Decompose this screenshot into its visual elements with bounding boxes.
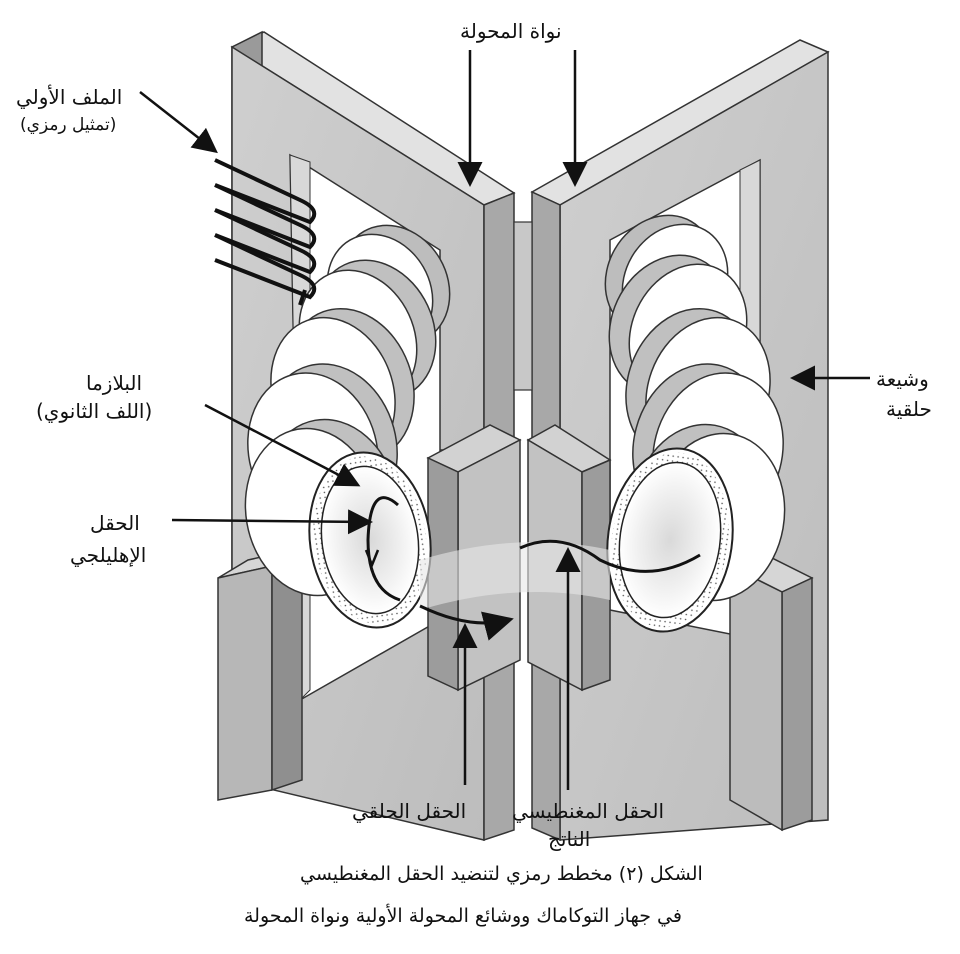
left-lower-block xyxy=(217,546,303,801)
label-resulting-field-2: الناتج xyxy=(548,827,591,851)
primary-coil xyxy=(214,158,317,306)
left-plasma xyxy=(308,451,432,629)
right-lower-block xyxy=(728,551,814,832)
right-plasma xyxy=(606,447,734,633)
resulting-field-line xyxy=(519,539,701,573)
label-helical-field-2: الإهليلجي xyxy=(70,543,147,567)
label-helical-field: الحقل xyxy=(90,511,140,535)
label-resulting-field: الحقل المغنطيسي xyxy=(512,799,665,823)
label-toroidal-coil-2: حلقية xyxy=(886,397,932,421)
label-transformer-core: نواة المحولة xyxy=(460,19,562,43)
label-toroidal-field: الحقل الحلقي xyxy=(352,799,467,823)
helical-field-curve xyxy=(366,496,401,602)
core-bridge xyxy=(513,221,533,391)
figure-caption-line2: في جهاز التوكاماك ووشائع المحولة الأولية… xyxy=(244,905,682,927)
label-toroidal-coil: وشيعة xyxy=(876,367,929,391)
label-primary-coil: الملف الأولي xyxy=(16,85,123,109)
pointer-arrows xyxy=(139,50,870,790)
label-plasma-note: (اللف الثانوي) xyxy=(36,399,153,423)
toroidal-field-line xyxy=(419,604,514,641)
label-primary-coil-note: (تمثيل رمزي) xyxy=(20,115,117,135)
figure-caption-line1: الشكل (٢) مخطط رمزي لتنضيد الحقل المغنطي… xyxy=(300,863,703,885)
label-plasma: البلازما xyxy=(86,371,143,395)
